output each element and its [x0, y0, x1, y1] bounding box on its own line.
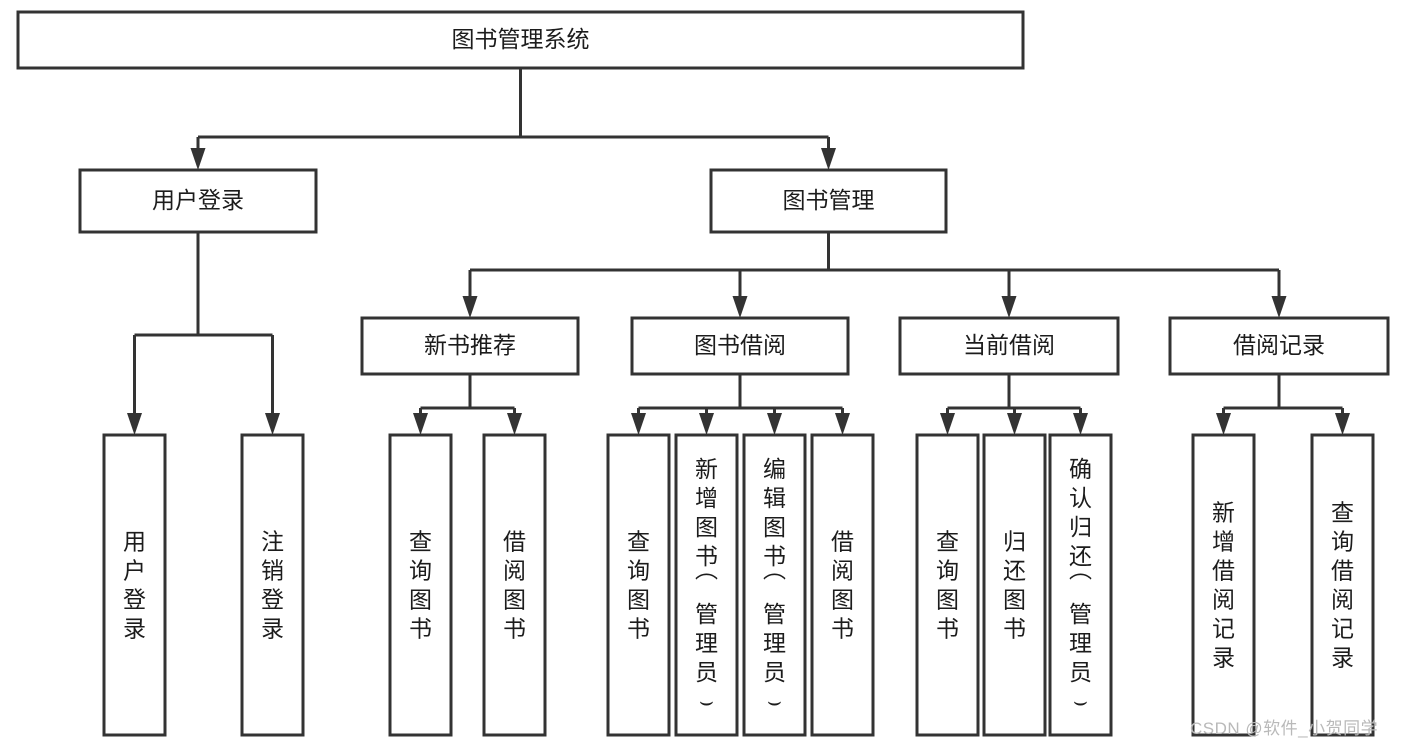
node-borrow-record[interactable]: 借阅记录 — [1168, 316, 1390, 376]
node-box[interactable] — [982, 433, 1047, 737]
edges-layer — [127, 68, 1350, 435]
node-leaf-edit-book[interactable]: 编辑图书⌒管理员⌣ — [742, 433, 807, 737]
node-box[interactable] — [742, 433, 807, 737]
node-box[interactable] — [915, 433, 980, 737]
edge-group-new-book-rec — [413, 374, 522, 435]
node-leaf-query-book-1[interactable]: 查询图书 — [388, 433, 453, 737]
node-label: 图书管理系统 — [452, 26, 590, 52]
node-leaf-logout[interactable]: 注销登录 — [240, 433, 305, 737]
edge-group-book-borrow — [631, 374, 850, 435]
node-label: 确认归还⌒管理员⌣ — [1069, 456, 1092, 714]
node-box[interactable] — [1191, 433, 1256, 737]
node-user-login[interactable]: 用户登录 — [78, 168, 318, 234]
node-label: 查询图书 — [936, 529, 959, 642]
node-box[interactable] — [78, 168, 318, 234]
node-label: 新书推荐 — [424, 332, 516, 358]
edge-arrowhead-icon — [821, 148, 836, 170]
node-box[interactable] — [16, 10, 1025, 70]
edge-arrowhead-icon — [413, 413, 428, 435]
node-label: 查询图书 — [627, 529, 650, 642]
node-label: 查询借阅记录 — [1331, 500, 1354, 671]
node-box[interactable] — [360, 316, 580, 376]
node-book-manage[interactable]: 图书管理 — [709, 168, 948, 234]
node-box[interactable] — [898, 316, 1120, 376]
node-label: 借阅图书 — [831, 529, 854, 642]
node-leaf-borrow-book-2[interactable]: 借阅图书 — [810, 433, 875, 737]
edge-arrowhead-icon — [835, 413, 850, 435]
edge-arrowhead-icon — [1073, 413, 1088, 435]
node-label: 借阅记录 — [1233, 332, 1325, 358]
node-leaf-query-record[interactable]: 查询借阅记录 — [1310, 433, 1375, 737]
node-box[interactable] — [709, 168, 948, 234]
node-box[interactable] — [1310, 433, 1375, 737]
node-box[interactable] — [606, 433, 671, 737]
node-label: 编辑图书⌒管理员⌣ — [763, 456, 786, 714]
node-box[interactable] — [240, 433, 305, 737]
edge-arrowhead-icon — [1271, 296, 1287, 318]
node-label: 新增借阅记录 — [1212, 500, 1235, 671]
node-leaf-confirm-return[interactable]: 确认归还⌒管理员⌣ — [1048, 433, 1113, 737]
edge-arrowhead-icon — [1216, 413, 1231, 435]
edge-arrowhead-icon — [699, 413, 714, 435]
node-book-borrow[interactable]: 图书借阅 — [630, 316, 850, 376]
csdn-watermark: CSDN @软件_小贺同学 — [1190, 719, 1379, 738]
node-leaf-add-record[interactable]: 新增借阅记录 — [1191, 433, 1256, 737]
edge-arrowhead-icon — [1335, 413, 1350, 435]
nodes-layer: 图书管理系统用户登录图书管理新书推荐图书借阅当前借阅借阅记录用户登录注销登录查询… — [16, 10, 1390, 737]
edge-group-borrow-record — [1216, 374, 1350, 435]
node-label: 注销登录 — [261, 529, 284, 642]
node-label: 当前借阅 — [963, 332, 1055, 358]
edge-arrowhead-icon — [507, 413, 522, 435]
edge-arrowhead-icon — [1001, 296, 1017, 318]
node-box[interactable] — [810, 433, 875, 737]
edge-arrowhead-icon — [462, 296, 478, 318]
node-root[interactable]: 图书管理系统 — [16, 10, 1025, 70]
node-label: 用户登录 — [123, 529, 146, 642]
edge-group-user-login — [127, 232, 280, 435]
node-box[interactable] — [630, 316, 850, 376]
node-leaf-borrow-book-1[interactable]: 借阅图书 — [482, 433, 547, 737]
node-label: 图书借阅 — [694, 332, 786, 358]
node-leaf-query-book-3[interactable]: 查询图书 — [915, 433, 980, 737]
edge-group-book-manage — [462, 232, 1287, 318]
node-box[interactable] — [1168, 316, 1390, 376]
node-current-borrow[interactable]: 当前借阅 — [898, 316, 1120, 376]
node-label: 新增图书⌒管理员⌣ — [695, 456, 718, 714]
edge-arrowhead-icon — [127, 413, 142, 435]
edge-arrowhead-icon — [190, 148, 206, 170]
edge-group-current-borrow — [940, 374, 1088, 435]
edge-arrowhead-icon — [265, 413, 280, 435]
edge-arrowhead-icon — [940, 413, 955, 435]
node-leaf-return-book[interactable]: 归还图书 — [982, 433, 1047, 737]
node-label: 借阅图书 — [503, 529, 526, 642]
node-label: 归还图书 — [1003, 529, 1026, 642]
node-box[interactable] — [388, 433, 453, 737]
node-leaf-add-book[interactable]: 新增图书⌒管理员⌣ — [674, 433, 739, 737]
node-box[interactable] — [482, 433, 547, 737]
node-label: 用户登录 — [152, 187, 244, 213]
edge-group-root — [190, 68, 836, 170]
edge-arrowhead-icon — [767, 413, 782, 435]
node-leaf-query-book-2[interactable]: 查询图书 — [606, 433, 671, 737]
node-label: 查询图书 — [409, 529, 432, 642]
node-box[interactable] — [102, 433, 167, 737]
node-new-book-rec[interactable]: 新书推荐 — [360, 316, 580, 376]
node-box[interactable] — [674, 433, 739, 737]
edge-arrowhead-icon — [1007, 413, 1022, 435]
node-leaf-user-login[interactable]: 用户登录 — [102, 433, 167, 737]
node-box[interactable] — [1048, 433, 1113, 737]
edge-arrowhead-icon — [732, 296, 748, 318]
node-label: 图书管理 — [783, 187, 875, 213]
edge-arrowhead-icon — [631, 413, 646, 435]
